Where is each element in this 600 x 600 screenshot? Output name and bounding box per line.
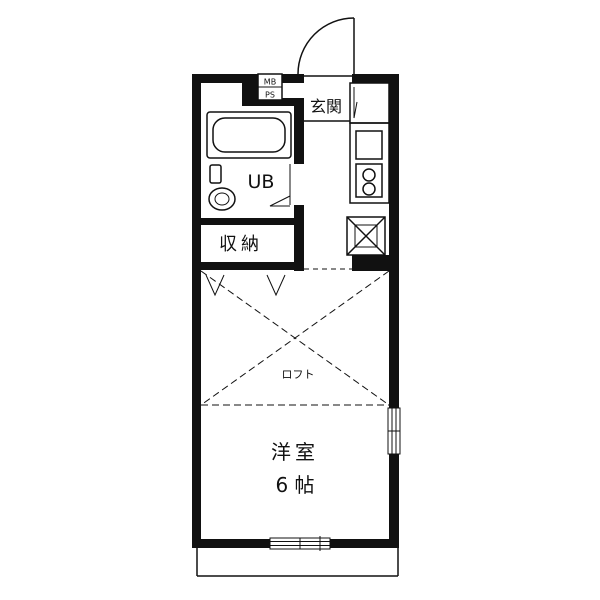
entrance-label: 玄関 xyxy=(310,97,342,116)
western-room-size: 6 帖 xyxy=(275,473,314,497)
kitchen-counter xyxy=(349,122,390,204)
washing-machine-space xyxy=(346,216,386,256)
western-room-label: 洋室 xyxy=(271,440,319,464)
loft-outline xyxy=(200,270,390,406)
exterior-walls xyxy=(192,74,399,548)
stove-icon xyxy=(355,163,383,198)
meter-box: MB PS xyxy=(257,73,283,101)
bathroom-label: UB xyxy=(248,171,275,193)
balcony xyxy=(196,548,399,577)
ps-label: PS xyxy=(265,91,275,100)
entrance-door xyxy=(297,17,355,75)
entrance: 玄関 xyxy=(304,82,390,124)
unit-bath xyxy=(206,111,292,211)
loft-label: ロフト xyxy=(282,368,315,381)
kitchen xyxy=(349,122,390,204)
shoe-cabinet-door-icon xyxy=(353,87,358,119)
shoe-cabinet xyxy=(349,82,390,124)
closet-doors xyxy=(205,274,286,297)
toilet-tank-icon xyxy=(209,164,222,184)
closet-label: 収納 xyxy=(219,234,263,255)
interior-walls xyxy=(201,83,389,271)
kitchen-sink-icon xyxy=(355,130,383,160)
toilet-bowl-icon xyxy=(208,187,236,211)
side-window xyxy=(387,407,401,455)
balcony-window xyxy=(269,536,331,551)
bathroom-door-icon xyxy=(269,195,291,207)
mb-label: MB xyxy=(264,78,276,87)
bathtub-icon xyxy=(206,111,292,159)
